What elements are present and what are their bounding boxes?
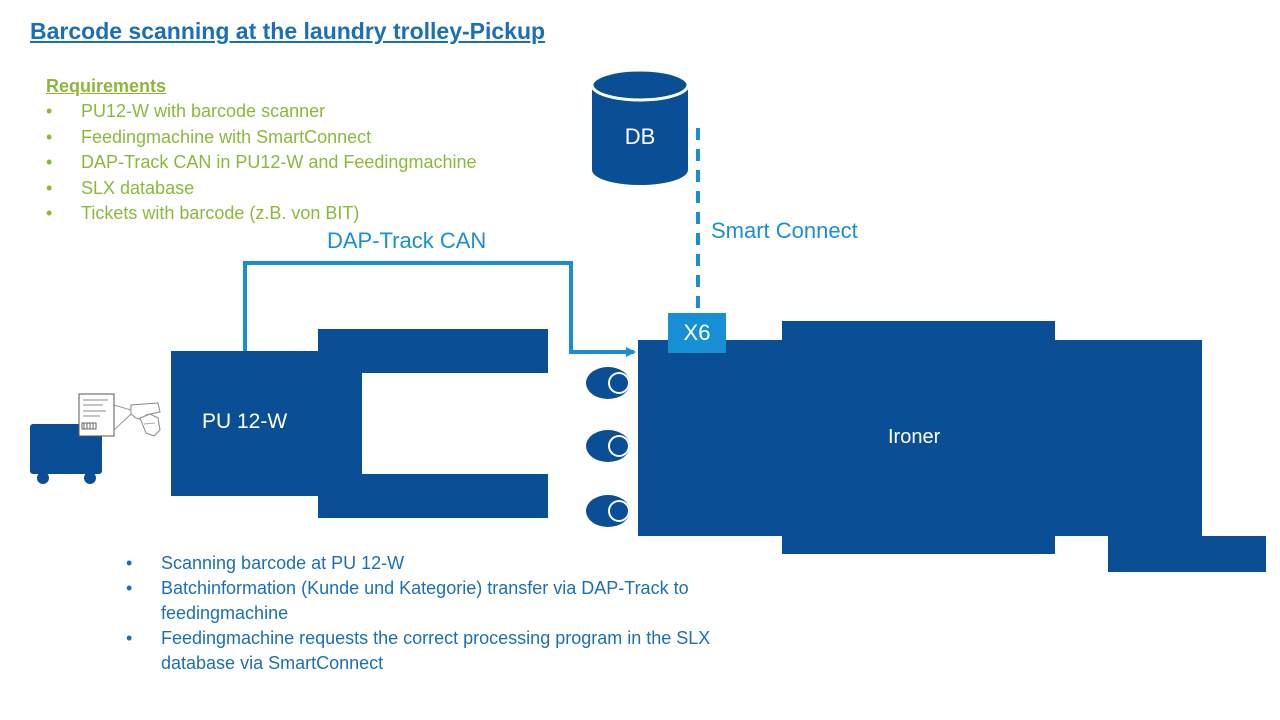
dap-track-line — [243, 261, 636, 357]
scanner-hand-icon — [113, 402, 161, 437]
requirement-item: •DAP-Track CAN in PU12-W and Feedingmach… — [46, 152, 477, 172]
page-title: Barcode scanning at the laundry trolley-… — [30, 18, 546, 44]
roller-icon — [586, 430, 630, 462]
pu12w-label: PU 12-W — [202, 410, 288, 433]
requirements-list: •PU12-W with barcode scanner •Feedingmac… — [46, 99, 476, 227]
process-step: •Scanning barcode at PU 12-W — [126, 553, 405, 573]
requirement-item: •PU12-W with barcode scanner — [46, 101, 326, 121]
pu12w-machine — [171, 329, 548, 518]
requirement-item: •Tickets with barcode (z.B. von BIT) — [46, 203, 360, 223]
ironer-machine — [638, 321, 1266, 572]
process-step: •Batchinformation (Kunde und Kategorie) … — [126, 578, 689, 623]
barcode-ticket-icon — [78, 393, 115, 437]
ironer-label: Ironer — [888, 426, 941, 448]
roller-icon — [586, 367, 630, 399]
smart-connect-label: Smart Connect — [711, 218, 858, 243]
process-steps-list: •Scanning barcode at PU 12-W •Batchinfor… — [126, 551, 741, 676]
dap-track-label: DAP-Track CAN — [327, 228, 487, 253]
x6-label: X6 — [683, 320, 711, 345]
database-cylinder — [590, 68, 690, 185]
process-step: •Feedingmachine requests the correct pro… — [126, 628, 711, 673]
x6-port — [668, 313, 726, 353]
requirement-item: •Feedingmachine with SmartConnect — [46, 126, 372, 147]
db-label: DB — [624, 124, 656, 149]
requirement-item: •SLX database — [46, 177, 195, 198]
roller-icon — [586, 495, 630, 527]
requirements-heading: Requirements — [46, 76, 167, 96]
